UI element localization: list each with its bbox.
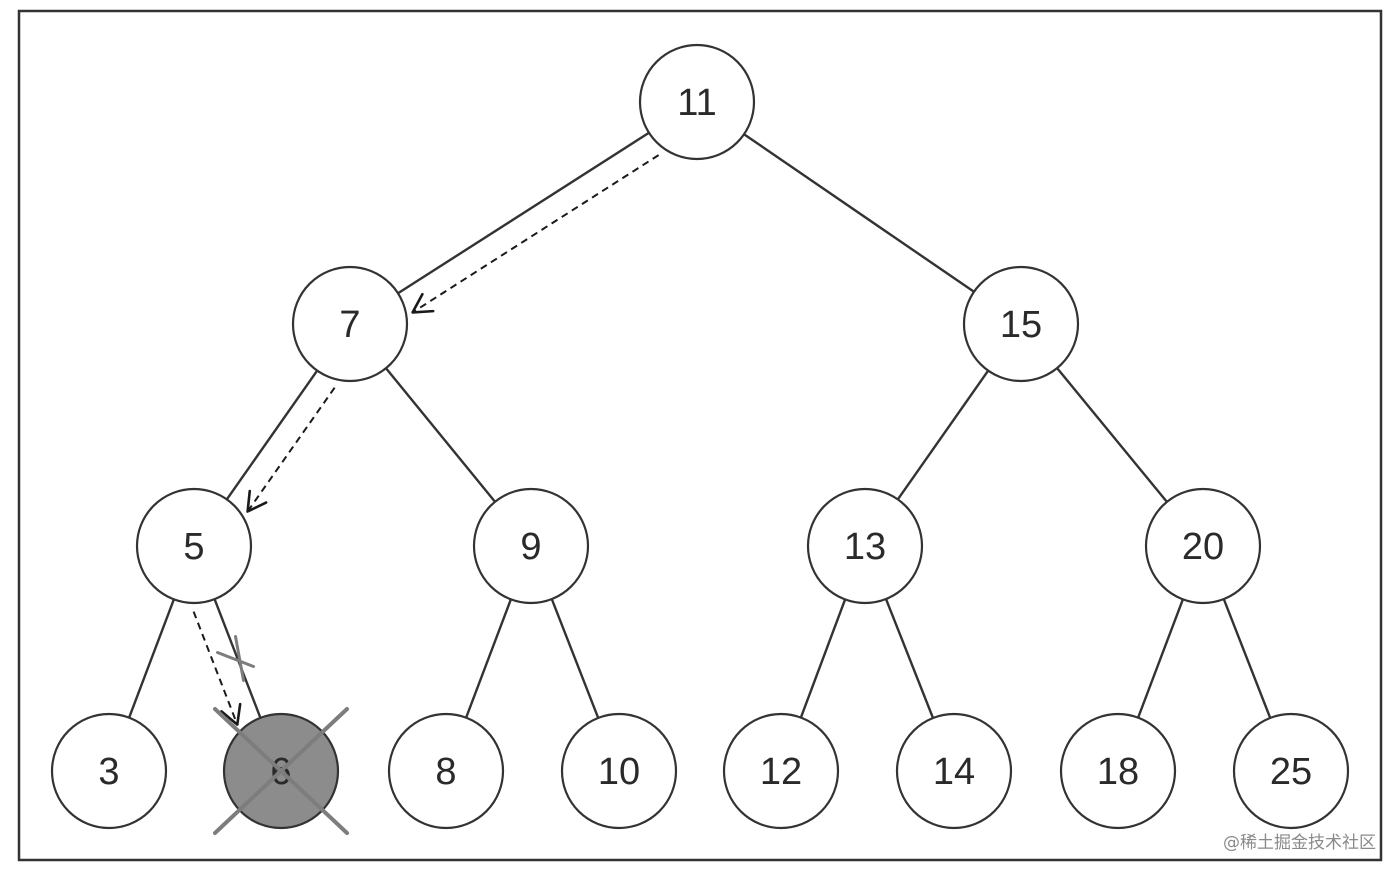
node-circle [387, 712, 505, 830]
search-path-arrow-5-6 [192, 611, 242, 726]
tree-node-8: 8 [387, 712, 505, 830]
tree-edge-15-20 [1056, 367, 1168, 503]
tree-edge-11-15 [743, 133, 975, 293]
tree-node-3: 3 [50, 712, 168, 830]
node-label: 5 [183, 526, 204, 568]
node-label: 10 [598, 751, 640, 793]
node-label: 8 [435, 751, 456, 793]
tree-node-5: 5 [135, 487, 253, 605]
tree-node-12: 12 [722, 712, 840, 830]
tree-node-11: 11 [638, 43, 756, 161]
node-circle [1232, 712, 1350, 830]
node-circle [472, 487, 590, 605]
node-label: 13 [844, 526, 886, 568]
tree-edge-20-25 [1222, 598, 1272, 719]
node-label: 25 [1270, 751, 1312, 793]
tree-node-14: 14 [895, 712, 1013, 830]
delete-cross-icon [213, 707, 349, 835]
tree-edge-5-3 [127, 598, 176, 719]
node-label: 12 [760, 751, 802, 793]
edges-layer [127, 131, 1272, 719]
tree-edge-11-7 [397, 131, 650, 295]
node-circle [1059, 712, 1177, 830]
node-circle [560, 712, 678, 830]
tree-edge-5-6 [213, 598, 262, 719]
tree-node-13: 13 [806, 487, 924, 605]
tree-node-20: 20 [1144, 487, 1262, 605]
tree-edge-7-5 [225, 369, 319, 501]
tree-edge-9-10 [550, 598, 600, 719]
cut-edge-cross-icon [216, 635, 255, 682]
node-label: 18 [1097, 751, 1139, 793]
search-path-layer [192, 154, 660, 726]
tree-node-7: 7 [291, 265, 409, 383]
node-circle [895, 712, 1013, 830]
node-circle [1144, 487, 1262, 605]
tree-node-9: 9 [472, 487, 590, 605]
node-circle [50, 712, 168, 830]
removal-marks-layer [213, 635, 349, 835]
tree-edge-15-13 [896, 369, 990, 501]
tree-node-25: 25 [1232, 712, 1350, 830]
tree-node-18: 18 [1059, 712, 1177, 830]
node-circle [135, 487, 253, 605]
search-path-arrow-7-5 [246, 387, 336, 513]
node-circle [722, 712, 840, 830]
tree-edge-13-12 [799, 598, 847, 719]
tree-edge-9-8 [464, 598, 513, 719]
tree-node-10: 10 [560, 712, 678, 830]
node-circle [291, 265, 409, 383]
node-label: 20 [1182, 526, 1224, 568]
tree-node-15: 15 [962, 265, 1080, 383]
tree-edge-7-9 [385, 367, 496, 503]
watermark: @稀土掘金技术社区 [1223, 833, 1376, 853]
node-label: 3 [98, 751, 119, 793]
node-label: 15 [1000, 304, 1042, 346]
node-label: 9 [520, 526, 541, 568]
tree-edge-20-18 [1136, 598, 1185, 719]
node-label: 14 [933, 751, 975, 793]
search-path-arrow-11-7 [411, 154, 660, 314]
node-label: 11 [677, 82, 716, 124]
tree-edge-13-14 [884, 598, 935, 719]
node-circle [806, 487, 924, 605]
node-circle [962, 265, 1080, 383]
node-circle [638, 43, 756, 161]
node-label: 7 [339, 304, 360, 346]
